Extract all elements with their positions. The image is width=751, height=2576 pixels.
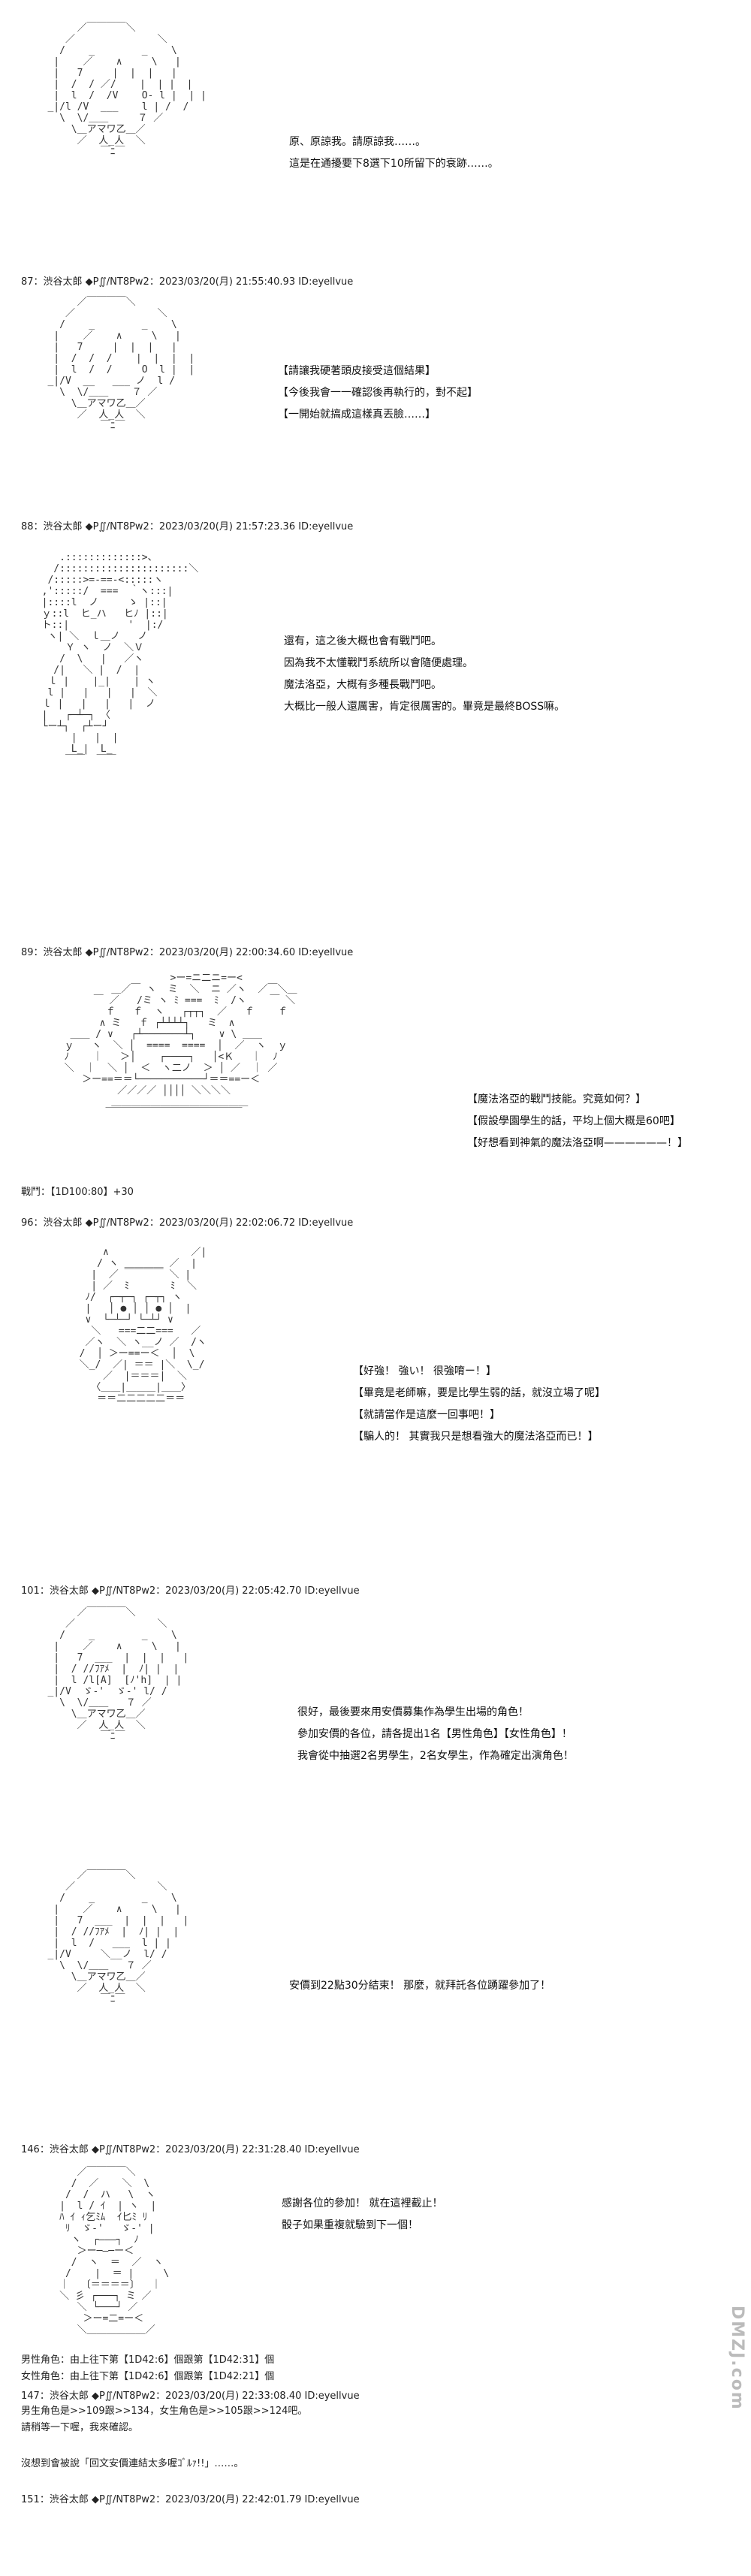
dialogue-line: 因為我不太懂戰鬥系統所以會隨便處理。 — [284, 657, 473, 669]
post-header: 96：渋谷太郎 ◆P∬/NT8Pw2：2023/03/20(月) 22:02:0… — [21, 1217, 354, 1229]
watermark-logo: DMZJ.com — [728, 2306, 746, 2411]
dialogue-line: 我會從中抽選2名男學生，2名女學生，作為確定出演角色！ — [297, 1750, 574, 1762]
dialogue-block: 原、原諒我。請原諒我……。 這是在通擾要下8選下10所留下的衰跡……。 — [289, 131, 499, 175]
ascii-art-character: >ー=ニ二ニ=ー< ＿／￣ ヽ ミ ＼ ニ ／ヽ ／￣＼＿ ￣ ／ /ミ ヽ ﾐ… — [64, 973, 297, 1119]
dialogue-line: 骰子如果重複就驗到下一個！ — [282, 2219, 418, 2231]
post-header: 147：渋谷太郎 ◆P∬/NT8Pw2：2023/03/20(月) 22:33:… — [21, 2390, 360, 2402]
dialogue-line: 【畢竟是老師嘛，要是比學生弱的話，就沒立場了呢】 — [353, 1387, 605, 1399]
ascii-art-character: ／￣￣￣￣＼ ／ ＼ / _ _ \ | ／ ∧ \ | | 7 ___ | |… — [47, 1870, 189, 2005]
dialogue-line: 【一開始就搞成這樣真丟臉……】 — [278, 409, 436, 421]
dialogue-line: 原、原諒我。請原諒我……。 — [289, 136, 426, 148]
dialogue-block: 【請讓我硬著頭皮接受這個結果】 【今後我會一一確認後再執行的，對不起】 【一開始… — [278, 360, 478, 426]
dice-roll: 戰鬥：【1D100:80】+30 — [21, 1187, 134, 1198]
ascii-art-character: ／￣￣￣￣＼ ／ ＼ / _ _ \ | ／ ∧ \ | | 7 ___ | |… — [47, 1607, 189, 1742]
dialogue-block: 【好強！ 強い！ 很強唷ー！】 【畢竟是老師嘛，要是比學生弱的話，就沒立場了呢】… — [353, 1361, 605, 1448]
ascii-art-character: ／￣￣￣￣＼ ／ ＼ / _ _ \ | ／ ∧ \ | | 7 | | | |… — [47, 297, 195, 432]
dialogue-line: 【就請當作是這麼一回事吧！】 — [353, 1409, 500, 1421]
post-header: 146：渋谷太郎 ◆P∬/NT8Pw2：2023/03/20(月) 22:31:… — [21, 2144, 360, 2155]
dialogue-block: 安價到22點30分結束！ 那麼，就拜託各位踴躍參加了！ — [289, 1975, 550, 1997]
post-header: 151：渋谷太郎 ◆P∬/NT8Pw2：2023/03/20(月) 22:42:… — [21, 2494, 360, 2505]
post-text: 請稍等一下喔，我來確認。 — [21, 2422, 139, 2433]
dialogue-block: 很好，最後要來用安價募集作為學生出場的角色！ 參加安價的各位，請各提出1名【男性… — [297, 1702, 574, 1767]
dialogue-line: 【魔法洛亞的戰鬥技能。究竟如何？】 — [467, 1093, 646, 1106]
dialogue-line: 很好，最後要來用安價募集作為學生出場的角色！ — [297, 1706, 529, 1718]
dialogue-line: 大概比一般人還厲害，肯定很厲害的。畢竟是最終BOSS嘛。 — [284, 701, 566, 713]
dialogue-line: 【好強！ 強い！ 很強唷ー！】 — [353, 1365, 496, 1377]
dialogue-line: 【請讓我硬著頭皮接受這個結果】 — [278, 365, 436, 377]
post-header: 88：渋谷太郎 ◆P∬/NT8Pw2：2023/03/20(月) 21:57:2… — [21, 521, 354, 532]
dialogue-line: 參加安價的各位，請各提出1名【男性角色】【女性角色】！ — [297, 1728, 572, 1740]
dialogue-line: 【假設學園學生的話，平均上個大概是60吧】 — [467, 1115, 680, 1127]
ascii-art-character: .:::::::::::::>、 /::::::::::::::::::::::… — [41, 552, 199, 766]
dialogue-line: 【騙人的！ 其實我只是想看強大的魔法洛亞而已！】 — [353, 1431, 599, 1443]
dialogue-block: 還有，這之後大概也會有戰鬥吧。 因為我不太懂戰鬥系統所以會隨便處理。 魔法洛亞，… — [284, 631, 565, 718]
dice-roll-male: 男性角色：由上往下第【1D42:6】個跟第【1D42:31】個 — [21, 2354, 275, 2366]
dialogue-line: 【今後我會一一確認後再執行的，對不起】 — [278, 387, 478, 399]
post-header: 101：渋谷太郎 ◆P∬/NT8Pw2：2023/03/20(月) 22:05:… — [21, 1585, 360, 1597]
dialogue-block: 感謝各位的參加！ 就在這裡截止！ 骰子如果重複就驗到下一個！ — [282, 2193, 442, 2237]
ascii-art-character: ／￣￣￣￣＼ / ／ ＼ \ / / ハ \ ヽ | l / ｲ | ヽ | ﾊ… — [59, 2167, 170, 2336]
post-text: 男生角色是>>109跟>>134，女生角色是>>105跟>>124吧。 — [21, 2406, 308, 2417]
dialogue-line: 魔法洛亞，大概有多種長戰鬥吧。 — [284, 679, 442, 691]
dialogue-line: 感謝各位的參加！ 就在這裡截止！ — [282, 2197, 443, 2210]
dialogue-block: 【魔法洛亞的戰鬥技能。究竟如何？】 【假設學園學生的話，平均上個大概是60吧】 … — [467, 1089, 688, 1154]
post-header: 87：渋谷太郎 ◆P∬/NT8Pw2：2023/03/20(月) 21:55:4… — [21, 276, 354, 288]
ascii-art-character: ∧ ／| / ヽ ＿＿＿＿ ／ | | ／ ￣￣￣￣ ＼ | | ／ ﾐ ﾐ ＼… — [79, 1247, 207, 1404]
post-text: 沒想到會被說「回文安價連結太多喔ｺﾞﾙｧ!!」……。 — [21, 2458, 244, 2469]
dialogue-line: 這是在通擾要下8選下10所留下的衰跡……。 — [289, 158, 499, 170]
ascii-art-character: ／￣￣￣￣＼ ／ ＼ / _ _ \ | ／ ∧ \ | | 7 | | | |… — [47, 23, 207, 158]
post-header: 89：渋谷太郎 ◆P∬/NT8Pw2：2023/03/20(月) 22:00:3… — [21, 947, 354, 958]
dialogue-line: 還有，這之後大概也會有戰鬥吧。 — [284, 635, 442, 647]
dialogue-line: 【好想看到神氣的魔法洛亞啊——————！】 — [467, 1137, 688, 1149]
dice-roll-female: 女性角色：由上往下第【1D42:6】個跟第【1D42:21】個 — [21, 2371, 275, 2382]
dialogue-line: 安價到22點30分結束！ 那麼，就拜託各位踴躍參加了！ — [289, 1980, 551, 1992]
